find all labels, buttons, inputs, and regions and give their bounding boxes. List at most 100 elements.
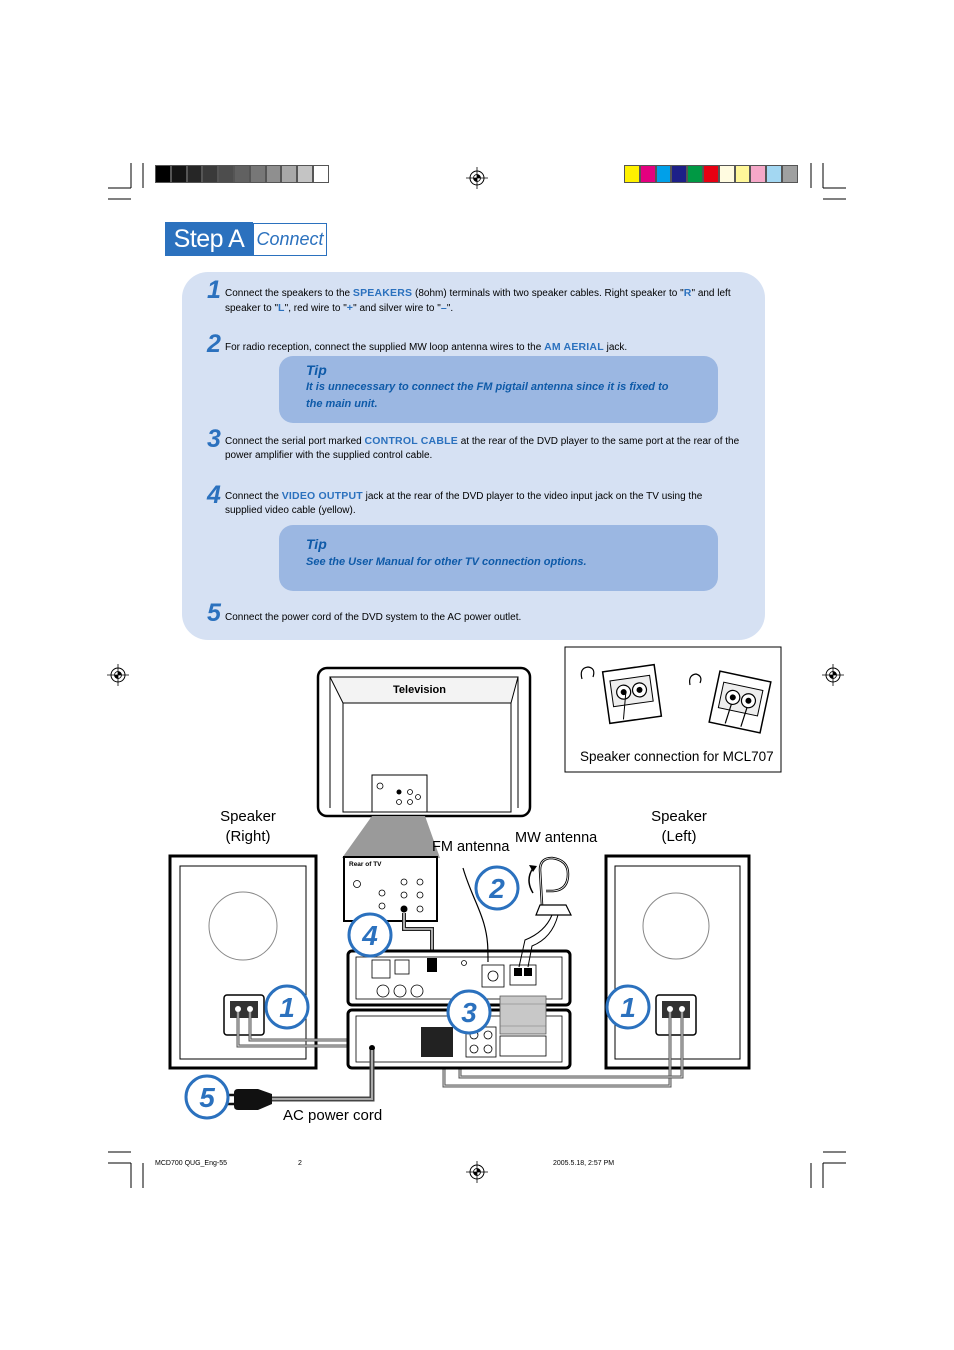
text-run: (8ohm) terminals with two speaker cables… xyxy=(412,288,684,299)
step-label: Step A xyxy=(165,222,253,256)
callout-number: 2 xyxy=(488,873,505,904)
mw-antenna-label: MW antenna xyxy=(515,830,598,846)
control-cable xyxy=(499,995,547,1035)
rear-of-tv-label: Rear of TV xyxy=(349,861,382,868)
keyword: – xyxy=(440,302,447,314)
speaker-terminal xyxy=(223,994,265,1036)
text-run: " and silver wire to " xyxy=(353,303,441,314)
tip-box xyxy=(279,356,718,423)
gray-swatch xyxy=(218,165,234,183)
callout-step-2: 2 xyxy=(474,865,520,911)
keyword: AM AERIAL xyxy=(544,341,604,353)
keyword: CONTROL CABLE xyxy=(364,435,458,447)
callout-step-1-right: 1 xyxy=(264,984,310,1030)
color-swatch xyxy=(750,165,767,183)
step-number: 4 xyxy=(207,481,221,509)
callout-number: 1 xyxy=(279,992,295,1023)
gray-swatch xyxy=(186,165,203,183)
color-swatch xyxy=(734,165,751,183)
tip-text: It is unnecessary to connect the FM pigt… xyxy=(306,381,669,410)
video-in-jack xyxy=(400,905,408,913)
keyword: R xyxy=(683,287,692,299)
speaker-terminal-bare xyxy=(601,663,663,725)
speaker-terminal-wired xyxy=(708,670,772,734)
gray-swatch xyxy=(312,165,329,183)
color-swatch xyxy=(671,165,688,183)
video-output-jack xyxy=(427,958,437,972)
fm-antenna-socket xyxy=(481,964,505,988)
text-run: " and left speaker to " xyxy=(225,288,731,314)
label-line: (Left) xyxy=(661,828,697,845)
keyword: L xyxy=(278,302,285,314)
color-swatch xyxy=(718,165,735,183)
gray-swatch xyxy=(170,165,187,183)
speaker-connection-inset xyxy=(564,646,782,773)
wire-hook xyxy=(580,666,595,680)
gray-swatch xyxy=(155,165,171,183)
label-line: Speaker xyxy=(651,808,707,825)
color-swatch xyxy=(702,165,719,183)
tip-label: Tip xyxy=(306,536,327,552)
keyword: + xyxy=(346,302,354,314)
speaker-cone xyxy=(208,891,278,961)
text-run: at the rear of the DVD player to the sam… xyxy=(225,436,740,461)
speaker-cone xyxy=(642,892,710,960)
speaker-right xyxy=(168,854,318,1070)
text-run: jack at the rear of the DVD player to th… xyxy=(225,491,703,516)
gray-swatch xyxy=(249,165,266,183)
label-line: Speaker xyxy=(220,808,276,825)
zoom-wedge xyxy=(342,816,440,858)
mw-loop-antenna xyxy=(518,856,572,968)
rotate-arrow-icon xyxy=(528,867,534,894)
footer-page-number: 2 xyxy=(298,1160,302,1167)
tv-label: Television xyxy=(393,684,446,696)
text-run: For radio reception, connect the supplie… xyxy=(225,342,545,353)
speaker-terminal xyxy=(655,994,697,1036)
step-number: 1 xyxy=(207,276,221,304)
step-3-text: Connect the serial port marked CONTROL C… xyxy=(225,434,741,463)
callout-number: 5 xyxy=(199,1082,215,1113)
fm-pigtail-antenna xyxy=(462,867,489,963)
footer-timestamp: 2005.5.18, 2:57 PM xyxy=(553,1160,615,1167)
speaker-left-label: Speaker (Left) xyxy=(629,807,729,847)
step-number: 2 xyxy=(207,330,221,358)
gray-swatch xyxy=(281,165,298,183)
color-swatch xyxy=(639,165,656,183)
color-swatch xyxy=(766,165,782,183)
callout-step-5: 5 xyxy=(184,1074,230,1120)
text-run: jack. xyxy=(603,342,628,353)
text-run: Connect the power cord of the DVD system… xyxy=(225,612,522,623)
gray-swatch xyxy=(265,165,282,183)
callout-number: 3 xyxy=(461,997,477,1028)
callout-step-4: 4 xyxy=(347,912,393,958)
speaker-left xyxy=(604,854,751,1070)
s-video-jack xyxy=(353,880,361,888)
power-cord-label: AC power cord xyxy=(283,1107,383,1124)
callout-number: 1 xyxy=(620,992,636,1023)
step-number: 5 xyxy=(207,599,221,627)
text-run: Connect the xyxy=(225,491,282,502)
text-run: Connect the speakers to the xyxy=(225,288,353,299)
speaker-right-label: Speaker (Right) xyxy=(198,807,298,847)
callout-number: 4 xyxy=(361,920,378,951)
step-5-text: Connect the power cord of the DVD system… xyxy=(225,611,741,625)
television: Television xyxy=(316,666,532,818)
tip-box xyxy=(279,525,718,591)
inset-caption: Speaker connection for MCL707 xyxy=(580,749,774,764)
footer-file-name: MCD700 QUG_Eng-55 xyxy=(155,1160,227,1167)
tip-text: See the User Manual for other TV connect… xyxy=(306,556,587,568)
tv-back-jack-panel xyxy=(371,774,428,813)
callout-step-3: 3 xyxy=(446,989,492,1035)
text-run: ", red wire to " xyxy=(284,303,347,314)
gray-swatch xyxy=(297,165,313,183)
tip-label: Tip xyxy=(306,362,327,378)
process-color-bar xyxy=(624,165,798,183)
color-swatch xyxy=(781,165,798,183)
color-swatch xyxy=(655,165,672,183)
keyword: VIDEO OUTPUT xyxy=(281,490,363,502)
registration-mark-top xyxy=(466,167,488,189)
color-swatch xyxy=(624,165,640,183)
text-run: ". xyxy=(446,303,454,314)
registration-mark-bottom xyxy=(466,1161,488,1183)
